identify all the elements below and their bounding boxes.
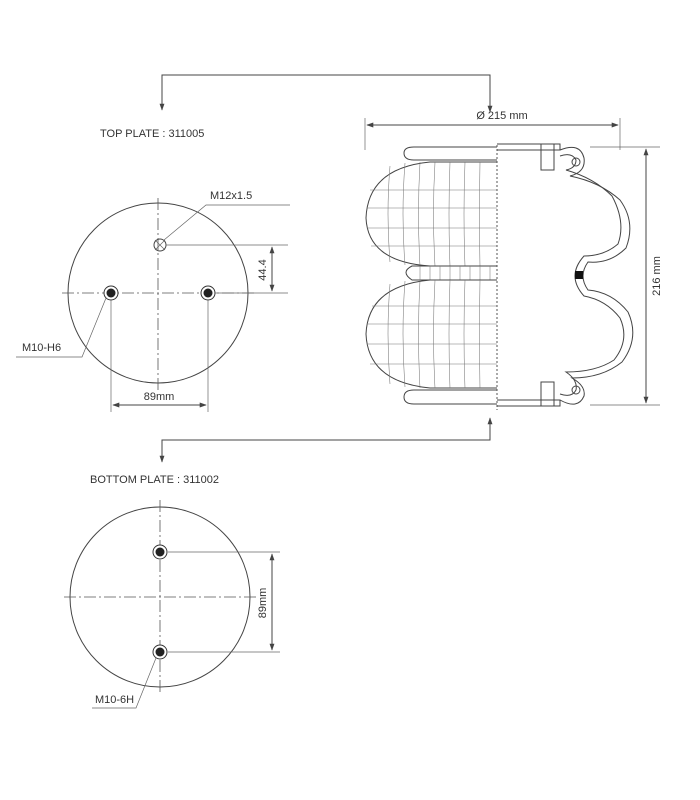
bellow-girdle-section — [575, 271, 583, 279]
bellow-top-stud — [540, 144, 555, 171]
bellow-girdle-ring — [405, 265, 497, 281]
top-plate-bolt-left — [103, 285, 119, 301]
bottom-plate-spacing-dimension: 89mm — [168, 551, 280, 653]
bellow-bottom-bead-plate — [403, 389, 497, 405]
bottom-plate-view: BOTTOM PLATE : 311002 89mm M10-6H — [64, 417, 493, 709]
bellow-side-view: Ø 215 mm 216 mm — [364, 110, 663, 410]
bottom-plate-thread-callout: M10-6H — [92, 657, 157, 709]
bellow-height-label: 216 mm — [651, 256, 663, 296]
bottom-plate-bolt-lower — [152, 644, 168, 660]
top-plate-spacing-dimension: 89mm — [110, 300, 209, 412]
top-plate-connector-arrow — [159, 74, 493, 113]
bellow-upper-convolution — [365, 161, 497, 267]
top-plate-bolt-right — [200, 285, 216, 301]
bellow-lower-convolution — [365, 279, 497, 389]
bellow-height-dimension: 216 mm — [590, 146, 663, 406]
top-plate-title: TOP PLATE : 311005 — [100, 128, 204, 140]
bottom-plate-bolt-upper — [152, 544, 168, 560]
bellow-bottom-stud — [540, 381, 555, 406]
top-plate-center-thread-label: M12x1.5 — [210, 190, 252, 202]
bellow-diameter-label: Ø 215 mm — [476, 110, 527, 122]
bellow-top-bead-ring — [571, 157, 581, 167]
top-plate-offset-label: 44.4 — [257, 259, 269, 280]
bellow-cross-section — [497, 143, 634, 407]
top-plate-center-hole — [153, 238, 167, 252]
top-plate-side-thread-label: M10-H6 — [22, 342, 61, 354]
bottom-plate-title: BOTTOM PLATE : 311002 — [90, 474, 219, 486]
bellow-diameter-dimension: Ø 215 mm — [364, 110, 621, 150]
bottom-plate-connector-arrow — [159, 417, 493, 463]
top-plate-spacing-label: 89mm — [144, 391, 175, 403]
bellow-bottom-bead-ring — [571, 385, 581, 395]
bellow-top-bead-plate — [403, 146, 497, 161]
bottom-plate-thread-label: M10-6H — [95, 694, 134, 706]
top-plate-offset-dimension: 44.4 — [166, 244, 288, 294]
top-plate-side-thread-callout: M10-H6 — [16, 297, 107, 358]
bottom-plate-spacing-label: 89mm — [257, 588, 269, 619]
top-plate-center-thread-callout: M12x1.5 — [163, 190, 290, 241]
top-plate-view: TOP PLATE : 311005 M12x1.5 — [16, 74, 493, 412]
